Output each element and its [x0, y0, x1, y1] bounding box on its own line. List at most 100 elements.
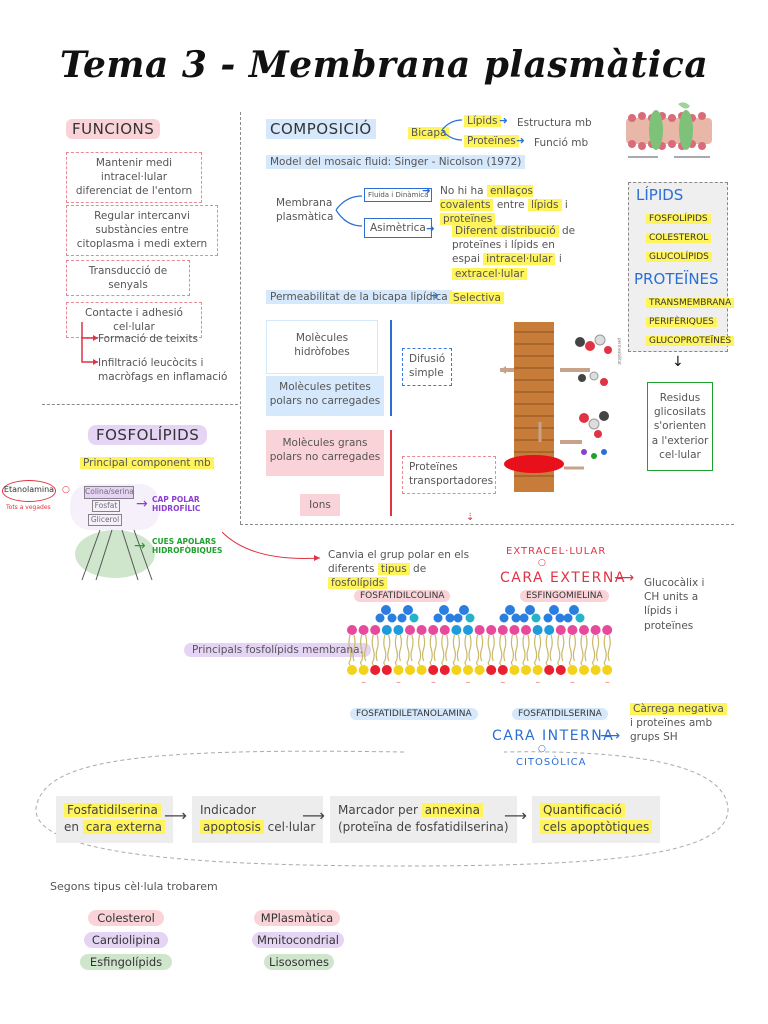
flow-step-4: Quantificació cels apoptòtiques	[532, 796, 661, 843]
phospholipid-tail	[406, 634, 410, 662]
arrow-icon: ➜	[430, 290, 439, 302]
glycan-unit	[505, 605, 515, 615]
carrega-desc: i proteïnes amb grups SH	[630, 717, 713, 744]
page-title: Tema 3 - Membrana plasmàtica	[59, 44, 709, 86]
phospholipid-head	[405, 665, 415, 675]
arrow-icon: ➜	[422, 185, 431, 197]
phospholipid-head	[590, 625, 601, 635]
arrow-right-icon: →	[134, 538, 146, 554]
phospholipid-head	[544, 665, 555, 675]
phospholipid-tail	[526, 634, 530, 662]
right-item-lisosomes: Lisosomes	[264, 954, 334, 970]
hidrofobes-box: Molècules hidròfobes	[266, 320, 378, 374]
glycan-unit	[519, 613, 529, 623]
extracellular-label: EXTRACEL·LULAR	[506, 546, 607, 557]
funcio-item: Mantenir medi intracel·lular diferenciat…	[66, 152, 202, 203]
phospholipid-tail	[534, 660, 537, 666]
phospholipid-tail	[387, 634, 391, 662]
arrow-right-icon: ⟶	[504, 806, 527, 825]
glycan-unit	[575, 613, 585, 623]
funcio-branch-arrows	[81, 322, 98, 365]
phospholipid-head	[555, 625, 566, 635]
phospholipid-tail	[371, 634, 375, 662]
phospholipid-tail	[410, 634, 414, 662]
membrane-3d-illustration	[626, 102, 712, 158]
circle-icon: ○	[538, 744, 546, 754]
arrow-right-icon: →	[136, 496, 148, 512]
phospholipid-tail	[572, 634, 576, 662]
lipids-label: Lípids	[464, 114, 501, 128]
glycan-unit	[445, 613, 455, 623]
carrega-label: Càrrega negativa	[630, 702, 727, 716]
phospholipid-head	[347, 665, 357, 675]
phospholipid-tail	[499, 634, 503, 662]
phospholipid-tail	[394, 634, 398, 662]
arrow-icon: ➜	[426, 223, 435, 235]
phospholipid-tail	[487, 634, 491, 662]
arrow-down-icon: ⇣	[466, 512, 475, 523]
charge-mark: −	[535, 679, 540, 686]
phospholipid-tail	[480, 634, 484, 662]
charge-mark: −	[396, 679, 401, 686]
phospholipid-head	[439, 625, 450, 635]
arrow-icon: ➜	[499, 115, 508, 127]
flow-step-3: Marcador per annexina (proteïna de fosfa…	[330, 796, 517, 843]
lipids-function: Estructura mb	[517, 117, 592, 129]
circle-icon: ○	[538, 558, 546, 568]
canvia-text: Canvia el grup polar en els diferents ti…	[328, 549, 470, 590]
tots-note: Tots a vegades	[6, 504, 51, 511]
svg-text:permeabilitat: permeabilitat	[617, 338, 622, 365]
phospholipid-tail	[580, 660, 583, 666]
esfingomielina-label: ESFINGOMIELINA	[520, 590, 609, 602]
phospholipid-head	[590, 665, 601, 675]
phospholipid-tail	[348, 634, 352, 662]
membrana-branch	[335, 195, 363, 227]
right-item-mplasmatica: MPlasmàtica	[254, 910, 340, 926]
phospholipid-head	[393, 625, 404, 635]
left-item-esfingolipids: Esfingolípids	[80, 954, 172, 970]
funcio-sub-item: Formació de teixits	[98, 333, 199, 345]
phospholipid-head	[463, 625, 473, 635]
funcio-item: Regular intercanvi substàncies entre cit…	[66, 205, 218, 256]
proteines-label: Proteïnes	[464, 134, 519, 148]
phospholipid-head	[497, 665, 508, 675]
fluida-desc: No hi ha enllaços covalents entre lípids…	[440, 185, 568, 226]
charge-mark: −	[466, 679, 471, 686]
phospholipid-tail	[522, 634, 526, 662]
phospholipid-tail	[476, 634, 480, 662]
bicapa-label: Bicapa	[408, 126, 450, 140]
fosfatidiletanolamina-label: FOSFATIDILETANOLAMINA	[350, 708, 478, 720]
cara-externa-label: CARA EXTERNA	[500, 570, 626, 586]
glycan-unit	[499, 613, 509, 623]
phospholipid-tail	[596, 634, 600, 662]
phospholipid-tail	[514, 634, 518, 662]
phospholipid-head	[370, 665, 381, 675]
phospholipid-tail	[383, 660, 386, 666]
phospholipid-head	[451, 665, 462, 675]
phospholipid-head	[555, 665, 566, 675]
glycan-unit	[387, 613, 397, 623]
horizontal-divider-right	[240, 524, 734, 525]
glycan-unit	[381, 605, 391, 615]
phospholipid-head	[370, 625, 381, 635]
proteines-function: Funció mb	[534, 137, 589, 149]
bracket-line	[390, 430, 392, 516]
cap-polar-label: CAP POLAR HIDROFÍLIC	[152, 495, 201, 513]
proteines-box-title: PROTEÏNES	[634, 270, 719, 288]
phospholipid-tail	[522, 660, 525, 666]
phospholipid-tail	[464, 660, 467, 666]
phospholipid-head	[416, 625, 427, 635]
membrana-label: Membrana plasmàtica	[276, 197, 334, 224]
charge-mark: −	[431, 679, 436, 686]
horizontal-divider-left	[42, 404, 238, 405]
phospholipid-head	[381, 625, 392, 635]
flow-step-1: Fosfatidilserina en cara externa	[56, 796, 173, 843]
arrow-icon: ➜	[516, 135, 525, 147]
glycan-unit	[397, 613, 407, 623]
funcio-sub-item: Infiltració leucòcits i macròfags en inf…	[98, 357, 228, 384]
fosfatidilserina-label: FOSFATIDILSERINA	[512, 708, 608, 720]
arrow-down-icon: ↓	[672, 354, 684, 370]
colina-box: Colina/serina	[84, 486, 134, 499]
glycan-unit	[375, 613, 385, 623]
phospholipid-tail	[383, 634, 387, 662]
